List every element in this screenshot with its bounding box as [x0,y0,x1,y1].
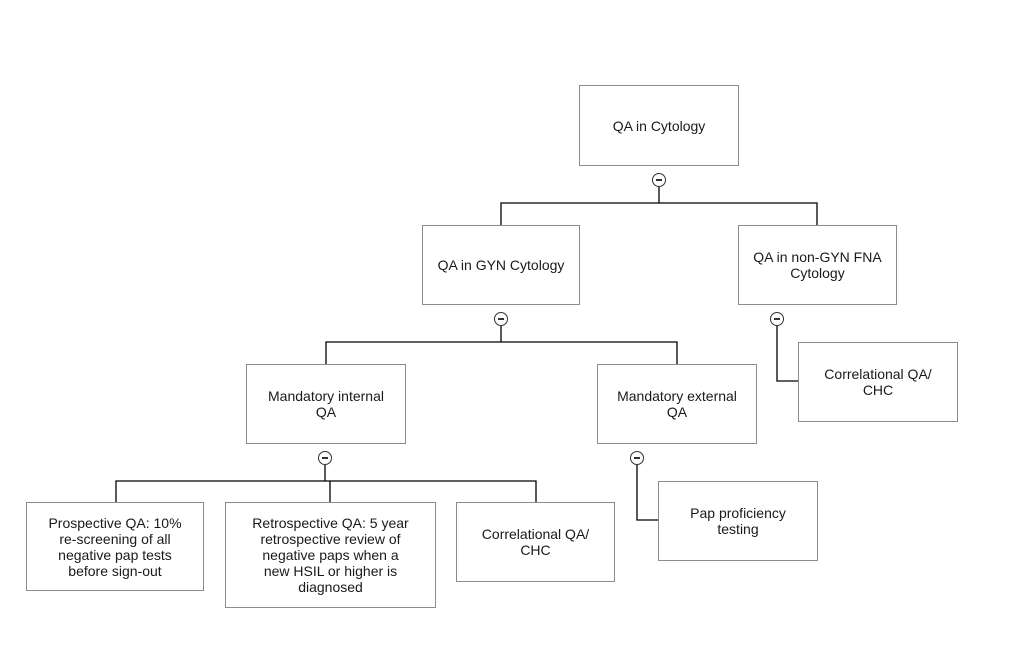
node-correlational-qa-chc-nongyn: Correlational QA/ CHC [798,342,958,422]
node-label-line: QA in non-GYN FNA [753,249,882,265]
node-mandatory-external-qa: Mandatory external QA [597,364,757,444]
connector-gyn-bus [325,341,678,364]
node-label-line: QA [315,404,337,420]
node-label-line: Cytology [790,265,845,281]
node-qa-in-gyn-cytology: QA in GYN Cytology [422,225,580,305]
node-correlational-qa-chc-gyn: Correlational QA/ CHC [456,502,615,582]
node-label: QA in Cytology [612,117,706,134]
node-label-line: Retrospective QA: 5 year [252,515,409,531]
node-label-line: negative paps when a [262,547,399,563]
connector-nongyn-child [776,326,798,382]
node-label-line: CHC [862,382,894,398]
collapse-minus-icon[interactable] [318,451,332,465]
node-label-line: diagnosed [298,579,363,595]
node-label-line: QA in GYN Cytology [437,257,565,273]
connector-external-child [636,465,658,521]
node-qa-in-non-gyn-fna-cytology: QA in non-GYN FNA Cytology [738,225,897,305]
node-label-line: Pap proficiency [690,505,786,521]
node-label-line: retrospective review of [260,531,401,547]
node-qa-in-cytology: QA in Cytology [579,85,739,166]
node-prospective-qa: Prospective QA: 10% re-screening of all … [26,502,204,591]
node-label-line: Prospective QA: 10% [48,514,182,531]
connector-root-bus [500,202,818,225]
node-mandatory-internal-qa: Mandatory internal QA [246,364,406,444]
node-label-line: Correlational QA/ [824,366,932,382]
node-label-line: Mandatory internal [268,388,384,404]
node-label-line: new HSIL or higher is [263,563,398,579]
node-label-line: testing [717,521,759,537]
node-pap-proficiency-testing: Pap proficiency testing [658,481,818,561]
node-label-line: re-screening of all [59,530,171,547]
collapse-minus-icon[interactable] [652,173,666,187]
connector-internal-bus [115,480,537,502]
node-label-line: CHC [520,542,551,558]
collapse-minus-icon[interactable] [770,312,784,326]
node-label-line: Mandatory external [617,388,737,404]
node-label-line: QA [666,404,688,420]
node-label-line: Correlational QA/ [481,526,590,542]
collapse-minus-icon[interactable] [494,312,508,326]
node-label-line: negative pap tests [58,546,172,563]
node-label-line: before sign-out [68,562,162,579]
collapse-minus-icon[interactable] [630,451,644,465]
node-retrospective-qa: Retrospective QA: 5 year retrospective r… [225,502,436,608]
